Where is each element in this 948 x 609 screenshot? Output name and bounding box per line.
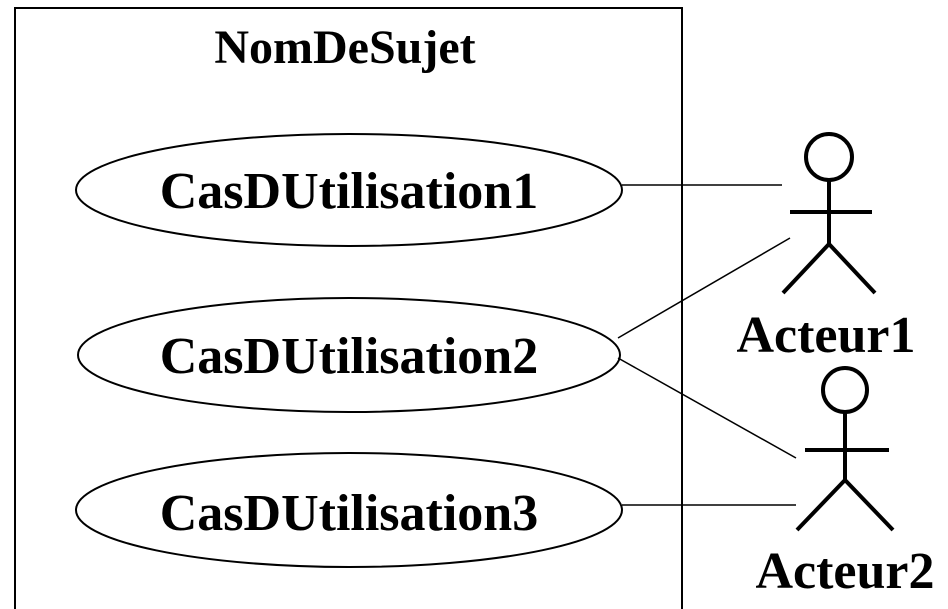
use-case-ellipse bbox=[75, 133, 623, 247]
use-case-ellipse bbox=[77, 297, 621, 413]
association-line bbox=[617, 357, 797, 459]
system-boundary bbox=[14, 7, 683, 609]
use-case-ellipse bbox=[75, 452, 623, 568]
subject-name: NomDeSujet bbox=[214, 21, 475, 74]
actor-name: Acteur1 bbox=[736, 307, 915, 364]
actor[interactable]: Acteur2 bbox=[755, 366, 935, 600]
association-line bbox=[617, 237, 791, 339]
use-case-label: CasDUtilisation3 bbox=[160, 485, 538, 542]
stick-figure-icon bbox=[781, 132, 877, 295]
use-case-label: CasDUtilisation1 bbox=[160, 163, 538, 220]
stick-figure-icon bbox=[795, 366, 895, 532]
use-case[interactable]: CasDUtilisation1 bbox=[75, 133, 623, 247]
actor[interactable]: Acteur1 bbox=[736, 132, 916, 364]
actor-name: Acteur2 bbox=[755, 543, 934, 600]
use-case[interactable]: CasDUtilisation2 bbox=[77, 297, 621, 413]
use-case[interactable]: CasDUtilisation3 bbox=[75, 452, 623, 568]
use-case-label: CasDUtilisation2 bbox=[160, 328, 538, 385]
